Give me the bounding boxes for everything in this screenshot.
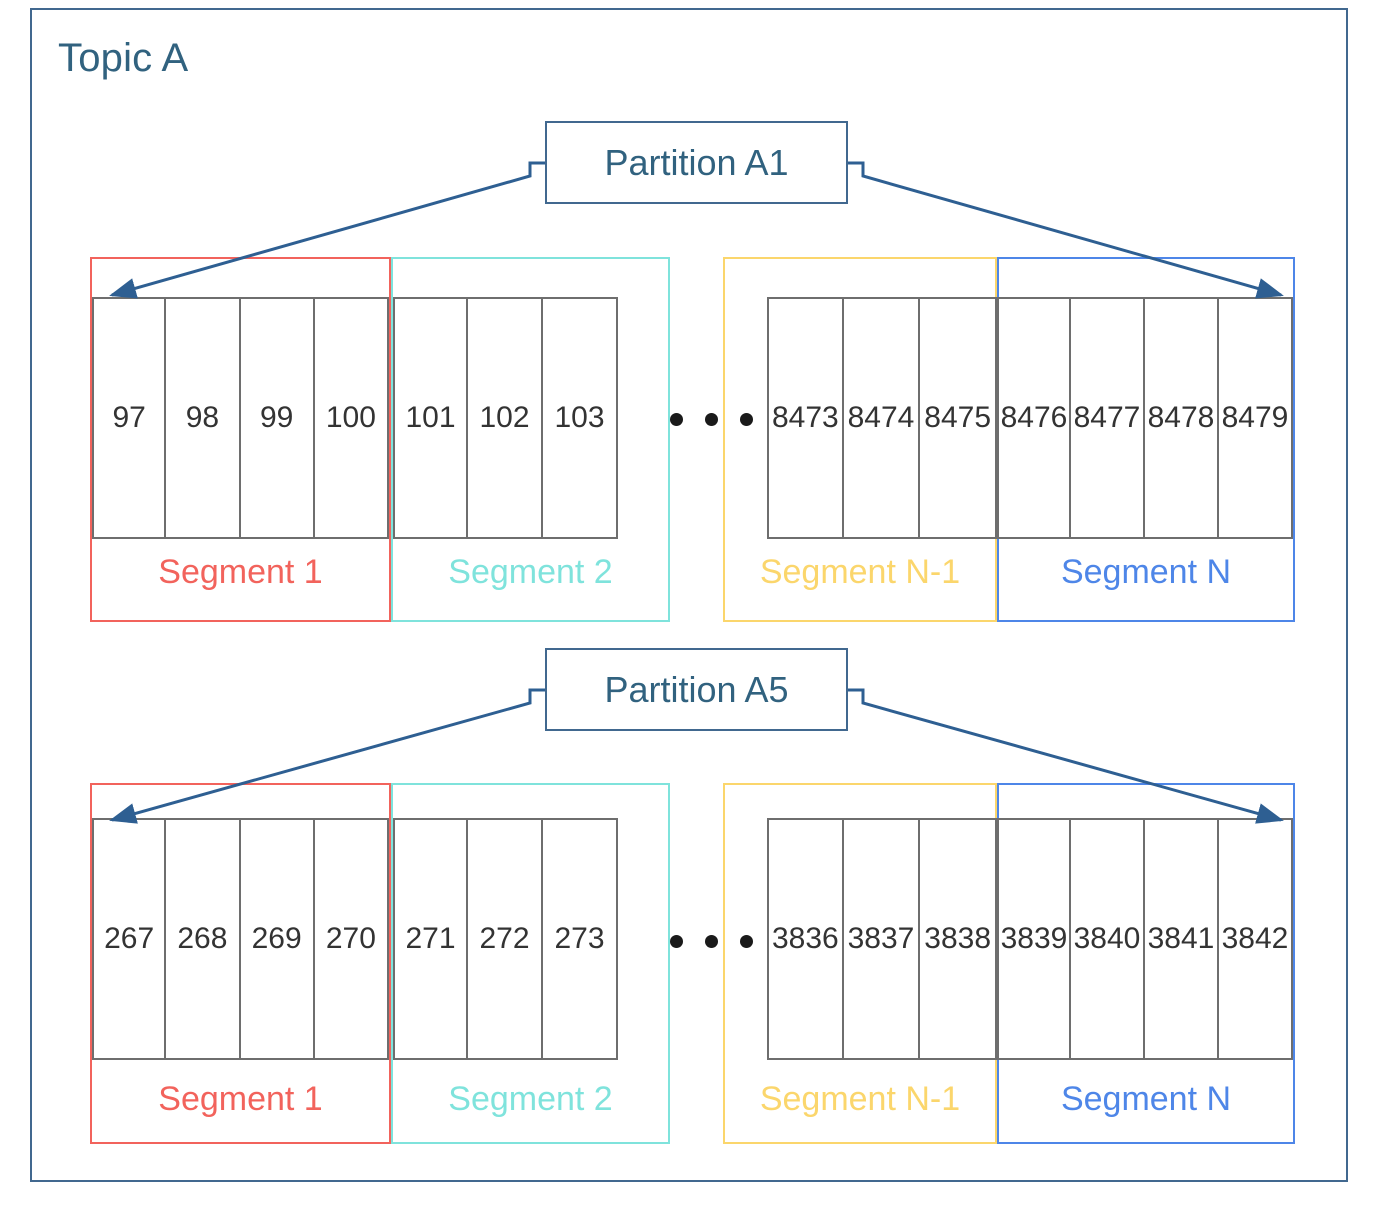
message-cell[interactable]: 269 [238, 818, 315, 1060]
message-cell[interactable]: 8479 [1217, 297, 1293, 539]
message-cell[interactable]: 3840 [1069, 818, 1145, 1060]
message-cell[interactable]: 8478 [1143, 297, 1219, 539]
topic-title: Topic A [58, 36, 189, 80]
ellipsis-dot [705, 935, 718, 948]
message-cell[interactable]: 101 [393, 297, 468, 539]
partition-label: Partition A1 [604, 141, 789, 183]
message-cell[interactable]: 8474 [841, 297, 921, 539]
ellipsis-dot [740, 935, 753, 948]
message-cell[interactable]: 98 [164, 297, 241, 539]
message-cell[interactable]: 3842 [1217, 818, 1293, 1060]
ellipsis-dots [670, 413, 753, 426]
segment-name-label: Segment N-1 [759, 1080, 961, 1118]
message-cell[interactable]: 8476 [997, 297, 1071, 539]
partition-label: Partition A5 [604, 668, 789, 710]
message-cell[interactable]: 271 [393, 818, 468, 1060]
segment-name-label: Segment 1 [158, 1080, 323, 1118]
message-cell[interactable]: 3836 [767, 818, 844, 1060]
message-cell[interactable]: 3841 [1143, 818, 1219, 1060]
message-cell[interactable]: 103 [541, 297, 618, 539]
message-cell[interactable]: 270 [312, 818, 389, 1060]
segment-name-label: Segment N-1 [759, 553, 961, 591]
ellipsis-dot [670, 935, 683, 948]
message-cell[interactable]: 102 [466, 297, 543, 539]
message-cell[interactable]: 100 [312, 297, 389, 539]
message-cell[interactable]: 3839 [997, 818, 1071, 1060]
message-cell[interactable]: 99 [238, 297, 315, 539]
message-cell[interactable]: 267 [92, 818, 167, 1060]
message-cell[interactable]: 8473 [767, 297, 844, 539]
partition-box-a5[interactable]: Partition A5 [545, 648, 848, 731]
message-cell[interactable]: 8475 [918, 297, 997, 539]
message-cell[interactable]: 268 [164, 818, 241, 1060]
ellipsis-dot [670, 413, 683, 426]
partition-box-a1[interactable]: Partition A1 [545, 121, 848, 204]
segment-name-label: Segment 1 [158, 553, 323, 591]
message-cell[interactable]: 272 [466, 818, 543, 1060]
ellipsis-dots [670, 935, 753, 948]
message-cell[interactable]: 8477 [1069, 297, 1145, 539]
ellipsis-dot [740, 413, 753, 426]
message-cell[interactable]: 3838 [918, 818, 997, 1060]
message-cell[interactable]: 3837 [841, 818, 921, 1060]
message-cell[interactable]: 97 [92, 297, 167, 539]
segment-name-label: Segment N [1060, 1080, 1232, 1118]
segment-name-label: Segment 2 [448, 1080, 613, 1118]
ellipsis-dot [705, 413, 718, 426]
segment-name-label: Segment 2 [448, 553, 613, 591]
segment-name-label: Segment N [1060, 553, 1232, 591]
message-cell[interactable]: 273 [541, 818, 618, 1060]
